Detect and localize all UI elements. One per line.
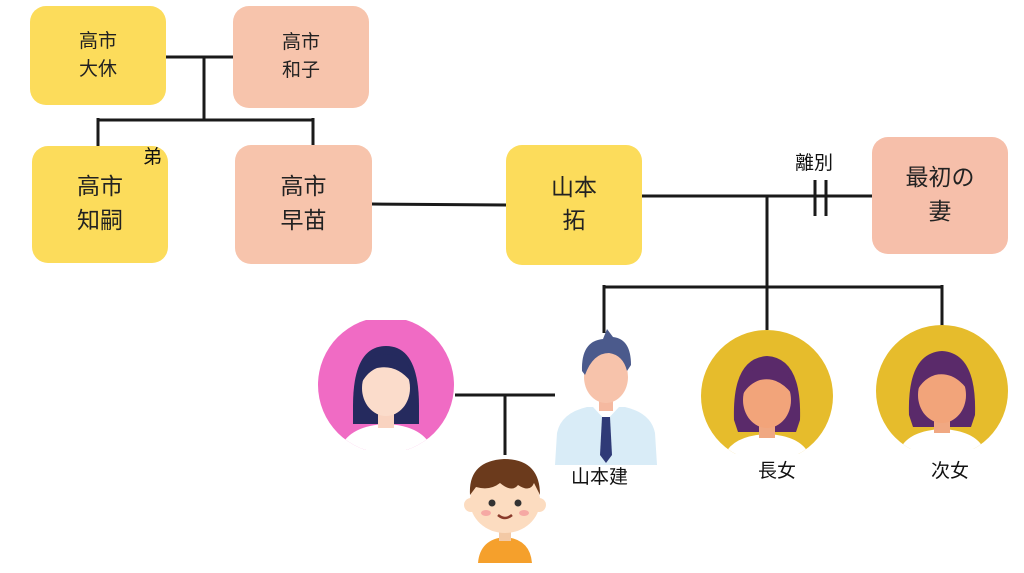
younger-brother-label: 弟: [143, 146, 163, 168]
person-name: 最初の 妻: [905, 165, 975, 225]
girl-avatar-icon: [701, 330, 833, 454]
person-name: 高市 大休: [78, 29, 117, 80]
person-box-brother: 高市 知嗣: [32, 146, 168, 263]
divorce-label: 離別: [795, 152, 834, 174]
son-name-label: 山本建: [571, 466, 629, 488]
girl-avatar-icon: [876, 325, 1008, 449]
person-box-taku: 山本 拓: [506, 145, 642, 265]
second-daughter-label: 次女: [931, 460, 970, 482]
eldest-daughter-label: 長女: [758, 460, 797, 482]
boy-avatar-icon: [464, 459, 546, 563]
man-avatar-icon: [555, 329, 657, 465]
person-box-grandfather: 高市 大休: [30, 6, 166, 105]
person-box-sanae: 高市 早苗: [235, 145, 372, 264]
person-box-grandmother: 高市 和子: [233, 6, 369, 108]
person-name: 高市 早苗: [280, 174, 327, 234]
person-box-first-wife: 最初の 妻: [872, 137, 1008, 254]
woman-avatar-icon: [318, 320, 454, 450]
person-name: 山本 拓: [551, 174, 597, 234]
person-name: 高市 知嗣: [77, 174, 123, 234]
person-name: 高市 和子: [281, 31, 320, 81]
